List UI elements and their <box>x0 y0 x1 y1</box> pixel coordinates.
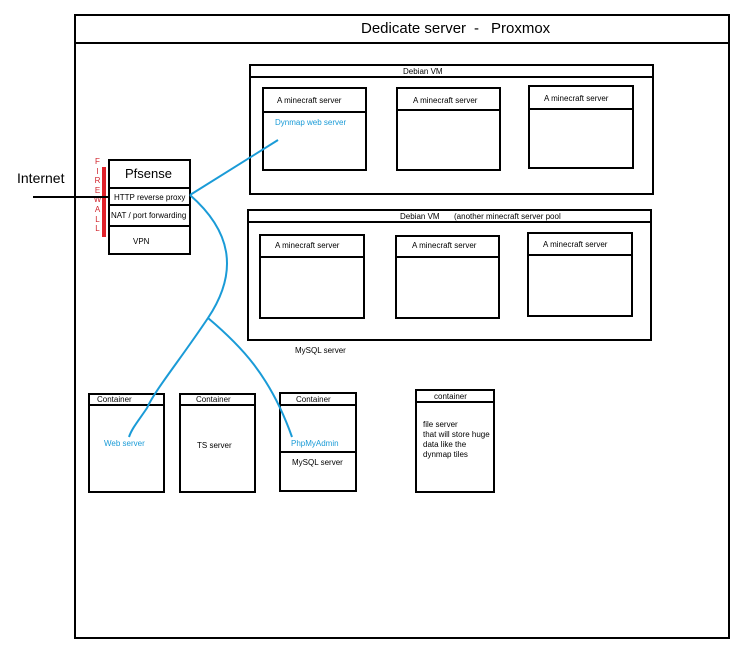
vm2-subtitle: (another minecraft server pool <box>454 212 561 221</box>
file-server-description: file server that will store huge data li… <box>423 420 490 460</box>
server-divider <box>259 256 365 258</box>
minecraft-server-box <box>527 232 633 317</box>
container-ts <box>179 393 256 493</box>
firewall-letter: L <box>95 214 100 224</box>
ts-server-label: TS server <box>197 441 232 450</box>
server-divider <box>396 109 501 111</box>
container-web <box>88 393 165 493</box>
container-header-divider <box>88 404 165 406</box>
minecraft-server-label: A minecraft server <box>543 240 608 249</box>
title-right: Proxmox <box>491 20 551 37</box>
minecraft-server-label: A minecraft server <box>544 94 609 103</box>
minecraft-server-label: A minecraft server <box>413 96 478 105</box>
pfsense-row-nat: NAT / port forwarding <box>111 211 187 220</box>
pfsense-divider <box>108 187 191 189</box>
minecraft-server-box <box>262 87 367 171</box>
minecraft-server-label: A minecraft server <box>412 241 477 250</box>
mysql-server-container-label: MySQL server <box>292 458 343 467</box>
file-server-line: data like the <box>423 440 467 449</box>
server-divider <box>527 254 633 256</box>
firewall-letter: R <box>94 176 101 186</box>
pfsense-box <box>108 159 191 255</box>
container-file <box>415 389 495 493</box>
mysql-server-label: MySQL server <box>295 346 346 355</box>
minecraft-server-box <box>395 235 500 319</box>
firewall-letter: I <box>96 166 99 176</box>
container-header: Container <box>97 395 132 404</box>
proxy-to-dynmap-link <box>189 139 279 196</box>
firewall-letter: A <box>94 204 101 214</box>
firewall-letter: W <box>93 195 102 205</box>
firewall-letter: F <box>95 157 100 166</box>
container-inner-divider <box>279 451 357 453</box>
container-header-divider <box>279 404 357 406</box>
firewall-bar <box>102 167 106 237</box>
pfsense-row-proxy: HTTP reverse proxy <box>114 193 186 202</box>
proxy-to-web-server-link <box>128 194 228 438</box>
firewall-letter: E <box>94 185 101 195</box>
pfsense-divider <box>108 204 191 206</box>
container-db <box>279 392 357 492</box>
web-server-label: Web server <box>104 439 145 448</box>
container-header: Container <box>196 395 231 404</box>
file-server-line: dynmap tiles <box>423 450 468 459</box>
vm1-title: Debian VM <box>403 67 443 76</box>
title-bar-divider <box>74 42 730 44</box>
pfsense-divider <box>108 225 191 227</box>
minecraft-server-label: A minecraft server <box>275 241 340 250</box>
file-server-line: file server <box>423 420 458 429</box>
phpmyadmin-label: PhpMyAdmin <box>291 439 339 448</box>
dynmap-web-server-label: Dynmap web server <box>275 118 347 127</box>
server-divider <box>528 108 634 110</box>
proxy-to-phpmyadmin-link <box>207 317 293 438</box>
container-header-divider <box>415 401 495 403</box>
server-divider <box>395 256 500 258</box>
vm-header-divider <box>247 221 652 223</box>
pfsense-title: Pfsense <box>125 166 172 181</box>
pfsense-row-vpn: VPN <box>133 237 150 246</box>
minecraft-server-box <box>259 234 365 319</box>
container-header: container <box>434 392 467 401</box>
minecraft-server-box <box>396 87 501 171</box>
container-header-divider <box>179 404 256 406</box>
title-dash: - <box>474 20 479 37</box>
file-server-line: that will store huge <box>423 430 490 439</box>
minecraft-server-box <box>528 85 634 169</box>
firewall-letters: F I R E W A L L <box>93 157 102 234</box>
vm-header-divider <box>249 76 654 78</box>
minecraft-server-label: A minecraft server <box>277 96 342 105</box>
server-divider <box>262 111 367 113</box>
internet-label: Internet <box>17 170 65 186</box>
container-header: Container <box>296 395 331 404</box>
title-left: Dedicate server <box>361 20 467 37</box>
firewall-letter: L <box>95 224 100 234</box>
vm2-title: Debian VM <box>400 212 440 221</box>
